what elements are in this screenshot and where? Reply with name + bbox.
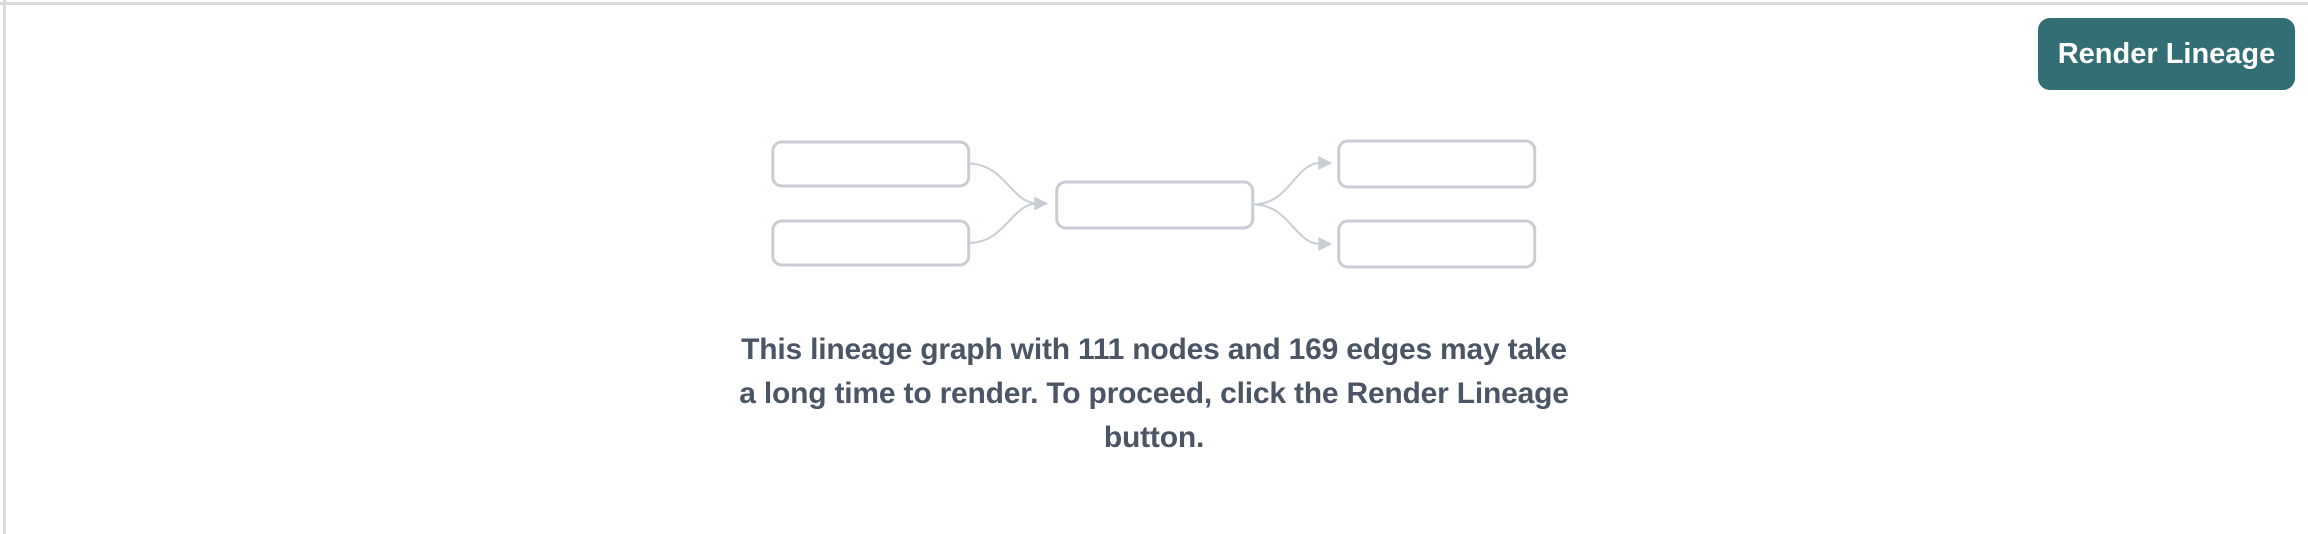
lineage-warning-message: This lineage graph with 111 nodes and 16…: [739, 328, 1569, 460]
placeholder-edge: [1253, 203, 1320, 245]
arrowhead-icon: [1033, 196, 1048, 211]
lineage-warning-line: button.: [1103, 421, 1205, 454]
render-lineage-button[interactable]: Render Lineage: [2038, 18, 2295, 90]
panel-top-border: [0, 2, 2308, 5]
placeholder-node: [1336, 139, 1536, 189]
placeholder-edge: [968, 202, 1036, 244]
placeholder-edge: [968, 162, 1036, 205]
panel-left-border: [3, 0, 6, 534]
placeholder-edge: [1253, 162, 1320, 206]
placeholder-node: [1336, 219, 1536, 269]
arrowhead-icon: [1317, 156, 1332, 170]
placeholder-node: [770, 140, 970, 188]
arrowhead-icon: [1317, 237, 1332, 251]
placeholder-node: [770, 219, 970, 267]
placeholder-node: [1054, 180, 1254, 230]
lineage-placeholder-diagram: [770, 139, 1536, 269]
lineage-empty-state: This lineage graph with 111 nodes and 16…: [739, 139, 1569, 460]
lineage-warning-line: a long time to render. To proceed, click…: [739, 377, 1569, 410]
lineage-warning-line: This lineage graph with 111 nodes and 16…: [741, 333, 1567, 366]
